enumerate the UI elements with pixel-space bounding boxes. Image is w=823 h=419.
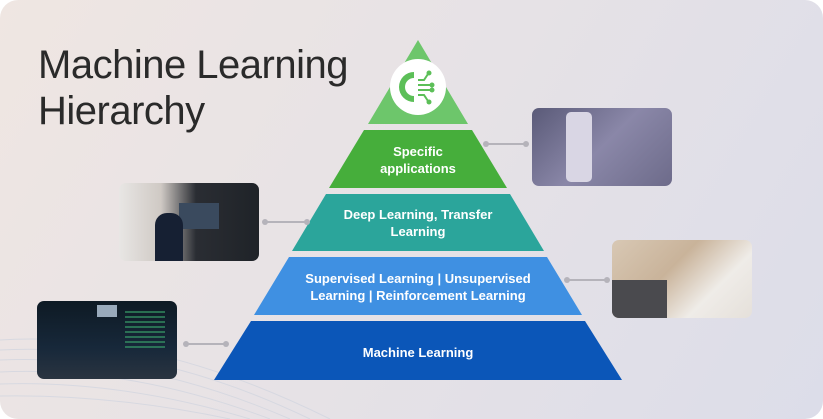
label-line: Learning	[390, 224, 446, 239]
label-line: Learning | Reinforcement Learning	[310, 288, 526, 303]
photo-writing-notes	[612, 240, 752, 318]
pyramid-level-machine-learning	[214, 321, 622, 380]
label-line: Machine Learning	[362, 345, 474, 360]
level-label-specific-applications: Specific applications	[200, 143, 636, 177]
title-line-2: Hierarchy	[38, 89, 205, 133]
pyramid-level-specific-applications	[329, 130, 507, 188]
label-line: Deep Learning, Transfer	[343, 207, 493, 222]
level-label-machine-learning: Machine Learning	[200, 344, 636, 361]
connector-line	[262, 219, 310, 225]
label-line: Specific	[393, 144, 443, 159]
page-title: Machine Learning Hierarchy	[38, 42, 349, 134]
photo-developer-at-desk	[119, 183, 259, 261]
photo-dashboard-phone	[532, 108, 672, 186]
connector-line	[483, 141, 529, 147]
label-line: Supervised Learning | Unsupervised	[305, 271, 531, 286]
pyramid-level-supervised-learning	[254, 257, 582, 315]
connector-line	[183, 341, 229, 347]
photo-code-screen-glasses	[37, 301, 177, 379]
pyramid-level-deep-learning	[292, 194, 544, 251]
title-line-1: Machine Learning	[38, 43, 349, 87]
connector-line	[564, 277, 610, 283]
label-line: applications	[380, 161, 456, 176]
ai-gear-circuit-icon	[390, 59, 446, 115]
